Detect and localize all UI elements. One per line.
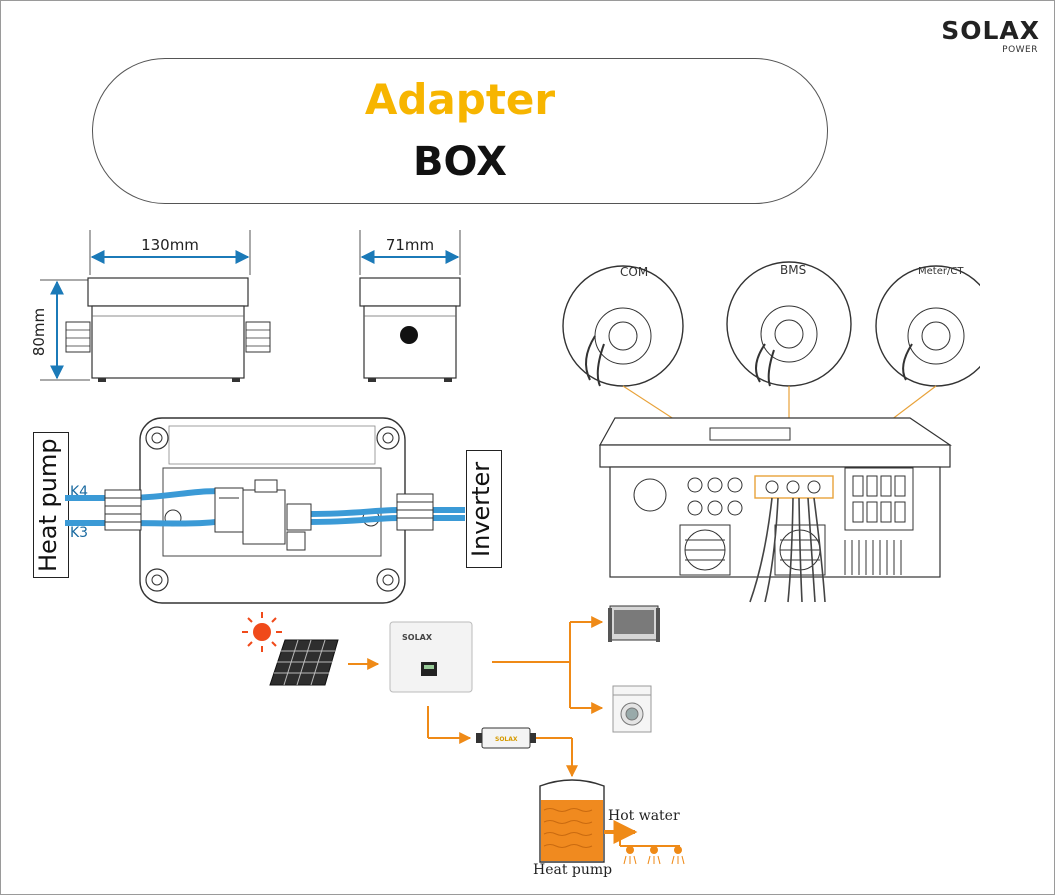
solax-logo: SOLAX POWER: [930, 16, 1040, 60]
sun-icon: [242, 612, 282, 652]
adapter-box-icon: SOLAX: [476, 727, 536, 749]
adapter-box-interior: [65, 417, 465, 604]
hot-water-label: Hot water: [608, 808, 680, 824]
com-label: COM: [620, 265, 648, 279]
com-callout: [562, 265, 684, 387]
solar-panel-icon: [269, 639, 339, 686]
height-label: 80mm: [30, 308, 48, 356]
shower-heads-icon: [619, 832, 685, 865]
meter-label: Meter/CT: [918, 266, 964, 277]
bms-label: BMS: [780, 263, 806, 277]
title-adapter: Adapter: [364, 75, 556, 124]
bms-callout: [726, 261, 852, 387]
title-banner: Adapter BOX: [92, 58, 828, 204]
logo-subtext: POWER: [1002, 45, 1038, 55]
logo-text: SOLAX: [941, 16, 1040, 45]
title-box: BOX: [413, 139, 507, 185]
dimension-drawing: 130mm 71mm 80mm: [30, 230, 461, 382]
meter-callout: [875, 265, 980, 387]
box-side-view: [359, 277, 461, 382]
adapter-brand: SOLAX: [495, 736, 518, 743]
energy-flow-diagram: SOLAX SOLAX: [242, 605, 685, 865]
wire-k3-label: K3: [70, 525, 89, 541]
width-label: 130mm: [141, 236, 199, 254]
washing-machine-icon: [612, 685, 652, 733]
inverter-brand: SOLAX: [402, 633, 433, 642]
heat-pump-flow-label: Heat pump: [533, 862, 613, 878]
box-front-view: [65, 277, 271, 382]
tv-icon: [608, 605, 660, 642]
heat-pump-label: Heat pump: [33, 432, 69, 578]
inverter-ports-drawing: COM BMS Meter/CT: [562, 261, 980, 603]
inverter-icon: SOLAX: [389, 621, 473, 693]
inverter-label: Inverter: [466, 450, 502, 568]
hot-water-tank-icon: [539, 779, 605, 863]
depth-label: 71mm: [386, 236, 434, 254]
